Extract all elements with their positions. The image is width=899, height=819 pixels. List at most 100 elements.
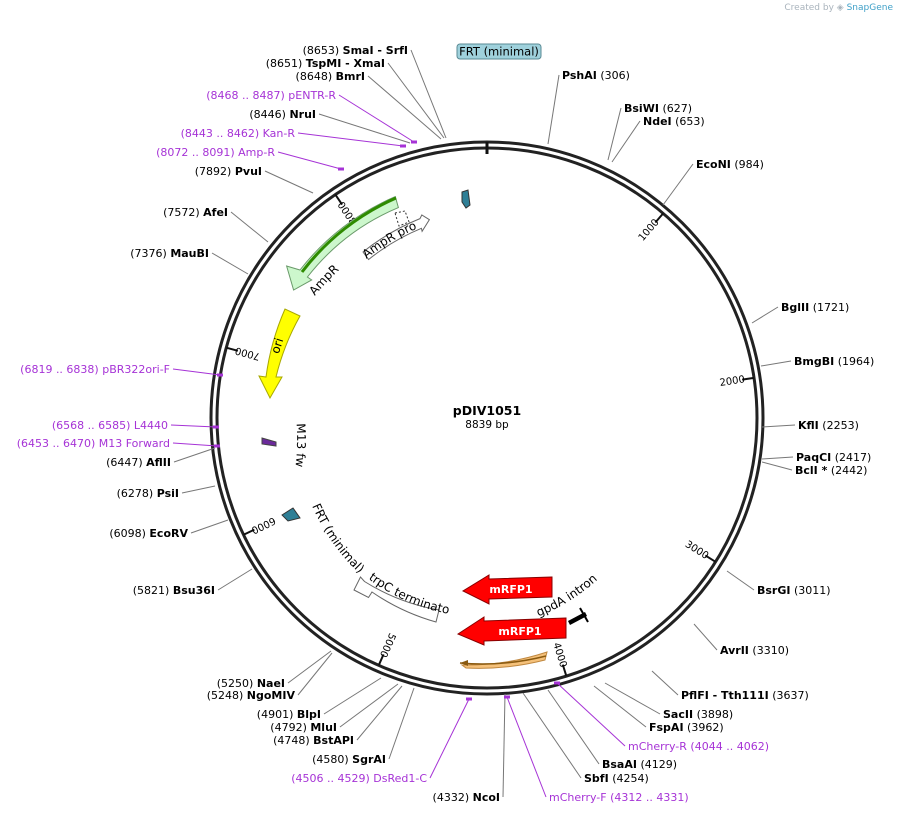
enzyme-site-label[interactable]: (6278) PsiI xyxy=(117,487,179,500)
enzyme-site-label[interactable]: PflFI - Tth111I (3637) xyxy=(681,689,809,702)
svg-text:KflI (2253): KflI (2253) xyxy=(798,419,859,432)
enzyme-site-label[interactable]: BsaAI (4129) xyxy=(602,758,677,771)
feature-mrfp1-a[interactable]: mRFP1 xyxy=(461,574,553,605)
primer-site-label[interactable]: mCherry-F (4312 .. 4331) xyxy=(549,791,689,804)
site-leader-line xyxy=(287,650,332,684)
feature-frt-top[interactable] xyxy=(461,189,471,209)
svg-text:NdeI (653): NdeI (653) xyxy=(643,115,705,128)
svg-text:(4748) BstAPI: (4748) BstAPI xyxy=(273,734,354,747)
site-leader-line xyxy=(604,682,661,715)
feature-orange-primer-bar[interactable] xyxy=(459,651,548,669)
svg-text:(8468 .. 8487) pENTR-R: (8468 .. 8487) pENTR-R xyxy=(206,89,336,102)
svg-text:(5250) NaeI: (5250) NaeI xyxy=(217,677,285,690)
svg-text:SbfI (4254): SbfI (4254) xyxy=(584,772,649,785)
tick-mark xyxy=(377,653,385,666)
enzyme-site-label[interactable]: BsrGI (3011) xyxy=(757,584,831,597)
enzyme-site-label[interactable]: BsiWI (627) xyxy=(624,102,692,115)
snapgene-credit: Created by ◈ SnapGene xyxy=(784,3,893,13)
feature-ori[interactable] xyxy=(258,308,301,400)
site-leader-line xyxy=(338,94,415,143)
enzyme-site-label[interactable]: FspAI (3962) xyxy=(649,721,724,734)
enzyme-site-label[interactable]: SacII (3898) xyxy=(663,708,733,721)
site-leader-line xyxy=(297,652,333,696)
enzyme-site-label[interactable]: (5248) NgoMIV xyxy=(207,689,296,702)
enzyme-site-label[interactable]: (5821) Bsu36I xyxy=(133,584,215,597)
svg-text:(8651) TspMI - XmaI: (8651) TspMI - XmaI xyxy=(266,57,385,70)
site-leader-line xyxy=(387,62,445,139)
feature-ampr-promoter[interactable] xyxy=(362,210,431,261)
plasmid-length: 8839 bp xyxy=(465,419,509,431)
enzyme-site-label[interactable]: PshAI (306) xyxy=(562,69,630,82)
svg-text:(4792) MluI: (4792) MluI xyxy=(270,721,337,734)
enzyme-site-label[interactable]: KflI (2253) xyxy=(798,419,859,432)
enzyme-site-label[interactable]: (6447) AflII xyxy=(106,456,171,469)
tick-mark xyxy=(334,194,343,206)
enzyme-site-label[interactable]: BglII (1721) xyxy=(781,301,849,314)
enzyme-site-label[interactable]: (4580) SgrAI xyxy=(312,753,386,766)
primer-mark xyxy=(338,167,344,171)
feature-trpc-terminator[interactable] xyxy=(353,576,440,623)
site-leader-line xyxy=(761,424,796,428)
enzyme-site-label[interactable]: (4748) BstAPI xyxy=(273,734,354,747)
enzyme-site-label[interactable]: BclI * (2442) xyxy=(795,464,867,477)
enzyme-site-label[interactable]: (8653) SmaI - SrfI xyxy=(303,44,408,57)
site-leader-line xyxy=(388,687,415,760)
enzyme-site-label[interactable]: (4332) NcoI xyxy=(433,791,500,804)
mrfp1-b-label: mRFP1 xyxy=(498,625,541,638)
enzyme-site-label[interactable]: EcoNI (984) xyxy=(696,158,764,171)
svg-text:(6819 .. 6838) pBR322ori-F: (6819 .. 6838) pBR322ori-F xyxy=(20,363,170,376)
svg-text:BglII (1721): BglII (1721) xyxy=(781,301,849,314)
svg-text:(5821) Bsu36I: (5821) Bsu36I xyxy=(133,584,215,597)
primer-site-label[interactable]: (6819 .. 6838) pBR322ori-F xyxy=(20,363,170,376)
enzyme-site-label[interactable]: (7376) MauBI xyxy=(130,247,209,260)
svg-text:(8072 .. 8091) Amp-R: (8072 .. 8091) Amp-R xyxy=(156,146,275,159)
primer-site-label[interactable]: mCherry-R (4044 .. 4062) xyxy=(628,740,769,753)
enzyme-site-label[interactable]: SbfI (4254) xyxy=(584,772,649,785)
enzyme-site-label[interactable]: (6098) EcoRV xyxy=(109,527,188,540)
site-leader-line xyxy=(556,682,626,747)
primer-site-label[interactable]: (8443 .. 8462) Kan-R xyxy=(181,127,296,140)
primer-site-label[interactable]: (8072 .. 8091) Amp-R xyxy=(156,146,275,159)
primer-site-label[interactable]: (6453 .. 6470) M13 Forward xyxy=(17,437,170,450)
svg-text:FspAI (3962): FspAI (3962) xyxy=(649,721,724,734)
tick-label: 2000 xyxy=(719,374,746,389)
enzyme-site-label[interactable]: (5250) NaeI xyxy=(217,677,285,690)
enzyme-site-label[interactable]: (4901) BlpI xyxy=(257,708,321,721)
feature-mrfp1-b[interactable]: mRFP1 xyxy=(456,616,567,646)
enzyme-site-label[interactable]: BmgBI (1964) xyxy=(794,355,874,368)
primer-mark xyxy=(554,681,560,685)
frt-top-label-box[interactable]: FRT (minimal) xyxy=(456,43,542,60)
tick-mark xyxy=(561,664,568,677)
svg-text:(7376) MauBI: (7376) MauBI xyxy=(130,247,209,260)
enzyme-site-label[interactable]: (8446) NruI xyxy=(249,108,316,121)
enzyme-site-label[interactable]: NdeI (653) xyxy=(643,115,705,128)
frt-lower-label: FRT (minimal) xyxy=(309,501,367,575)
enzyme-site-label[interactable]: (4792) MluI xyxy=(270,721,337,734)
enzyme-site-label[interactable]: PaqCI (2417) xyxy=(796,451,871,464)
site-leader-line xyxy=(264,170,314,194)
svg-text:mCherry-R (4044 .. 4062): mCherry-R (4044 .. 4062) xyxy=(628,740,769,753)
feature-frt-lower[interactable] xyxy=(281,507,301,522)
plasmid-backbone xyxy=(209,140,765,696)
credit-prefix: Created by xyxy=(784,3,834,13)
tick-mark xyxy=(226,346,239,352)
svg-text:(4332) NcoI: (4332) NcoI xyxy=(433,791,500,804)
primer-site-label[interactable]: (8468 .. 8487) pENTR-R xyxy=(206,89,336,102)
enzyme-site-label[interactable]: AvrII (3310) xyxy=(720,644,789,657)
enzyme-site-label[interactable]: (7892) PvuI xyxy=(195,165,262,178)
feature-ampr[interactable] xyxy=(285,195,400,291)
primer-site-label[interactable]: (4506 .. 4529) DsRed1-C xyxy=(291,772,427,785)
frt-top-label: FRT (minimal) xyxy=(459,45,539,59)
site-leader-line xyxy=(611,120,641,163)
enzyme-site-label[interactable]: (7572) AfeI xyxy=(163,206,228,219)
svg-text:PshAI (306): PshAI (306) xyxy=(562,69,630,82)
enzyme-site-label[interactable]: (8648) BmrI xyxy=(296,70,365,83)
primer-site-label[interactable]: (6568 .. 6585) L4440 xyxy=(52,419,168,432)
svg-text:(7572) AfeI: (7572) AfeI xyxy=(163,206,228,219)
feature-gpda-intron[interactable] xyxy=(568,607,589,625)
tick-mark xyxy=(704,554,717,563)
mrfp1-a-label: mRFP1 xyxy=(489,583,532,596)
enzyme-site-label[interactable]: (8651) TspMI - XmaI xyxy=(266,57,385,70)
primer-mark xyxy=(466,697,472,701)
feature-m13-fwd[interactable] xyxy=(261,437,277,447)
